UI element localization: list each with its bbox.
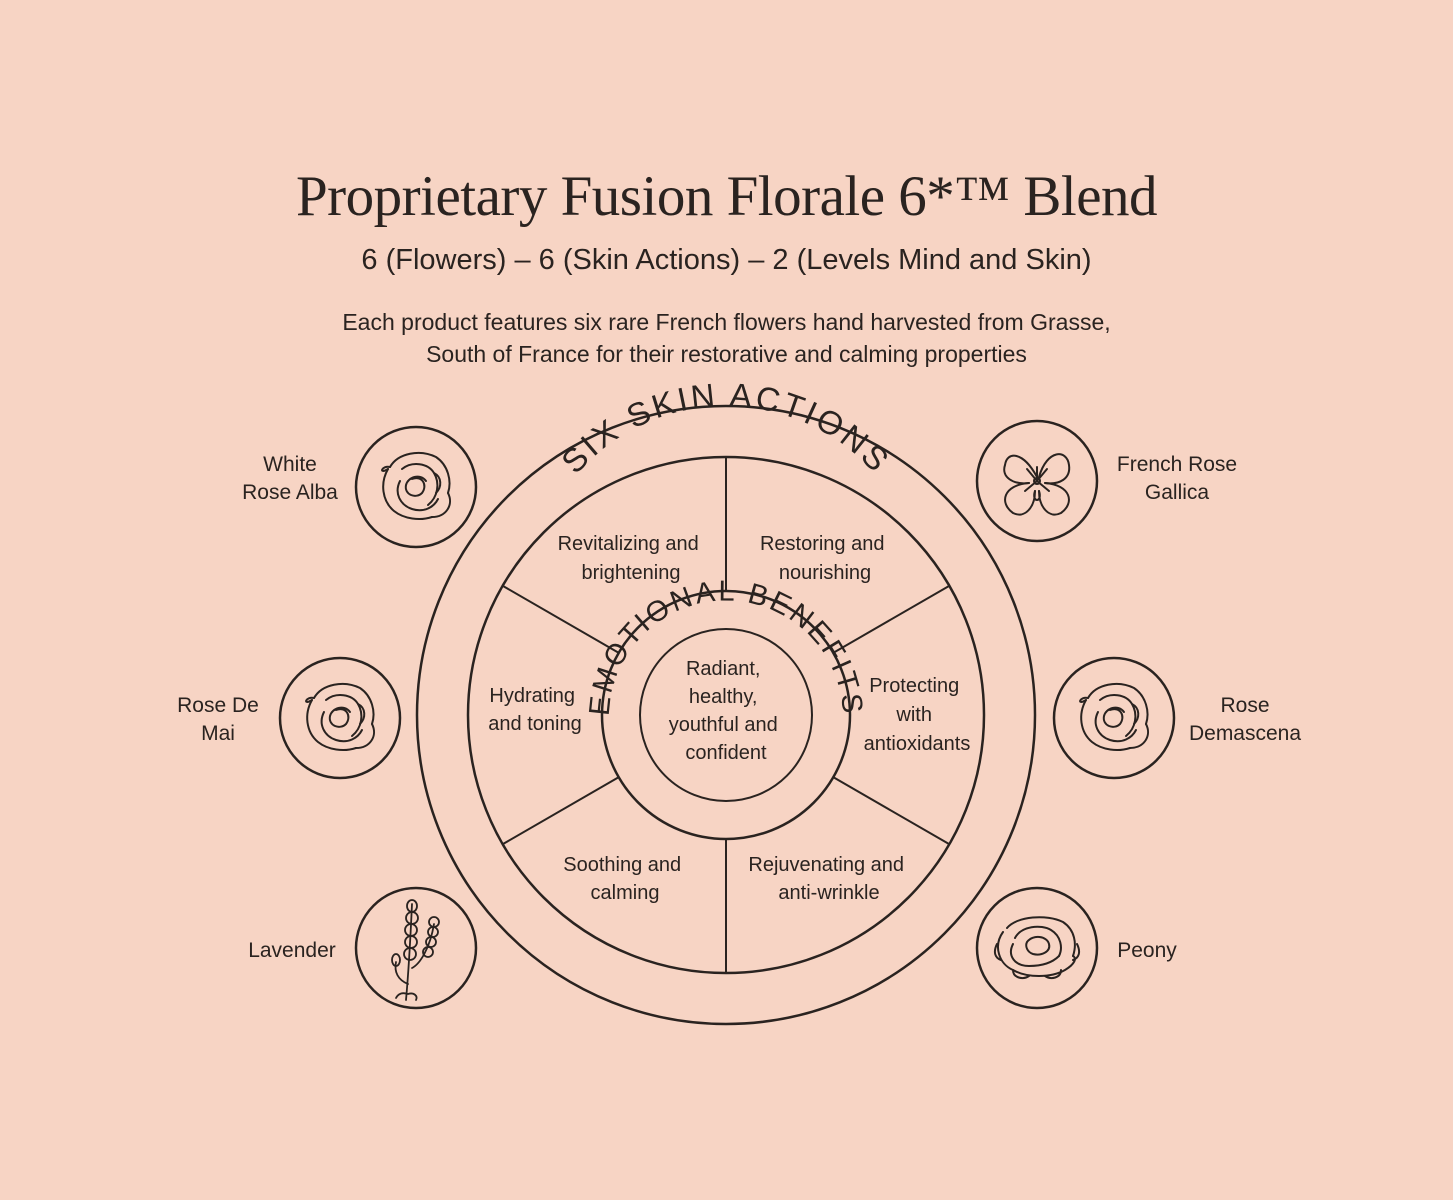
skin-action-restoring: Restoring and nourishing (760, 533, 890, 584)
skin-action-soothing: Soothing and calming (563, 854, 686, 904)
wheel-divider-top-left (502, 585, 620, 654)
flower-label-rose-de-mai: Rose De Mai (177, 694, 259, 745)
description-line-1: Each product features six rare French fl… (342, 309, 1111, 335)
actions-wheel: SIX SKIN ACTIONS EMOTIONAL BENEFITS Radi… (415, 376, 1037, 1026)
description-line-2: South of France for their restorative an… (426, 341, 1027, 367)
flower-medallion-rose-demascena (1052, 656, 1176, 780)
wheel-divider-bottom-right (832, 776, 950, 845)
wheel-divider-bottom-left (502, 776, 620, 845)
flower-medallion-white-rose-alba (354, 425, 478, 549)
flower-label-peony: Peony (1117, 939, 1177, 962)
flower-medallion-lavender (354, 886, 478, 1010)
wheel-divider-top-right (832, 585, 950, 654)
skin-action-hydrating: Hydrating and toning (488, 685, 581, 735)
emotional-ring-inner (639, 628, 813, 802)
wheel-outer-circle (415, 404, 1037, 1026)
rose-icon (305, 682, 376, 751)
page-title: Proprietary Fusion Florale 6*™ Blend (295, 165, 1158, 228)
flower-label-lavender: Lavender (248, 939, 336, 962)
flower-label-french-rose-gallica: French Rose Gallica (1116, 453, 1238, 504)
flower-medallion-peony (975, 886, 1099, 1010)
skin-action-protecting: Protecting with antioxidants (864, 675, 971, 755)
rose-icon (381, 451, 452, 520)
flower-label-rose-demascena: Rose Demascena (1188, 694, 1302, 745)
skin-action-revitalizing: Revitalizing and brightening (558, 533, 705, 584)
flower-label-white-rose-alba: White Rose Alba (242, 453, 338, 504)
skin-action-rejuvenating: Rejuvenating and anti-wrinkle (748, 854, 909, 904)
flower-medallion-french-rose-gallica (975, 419, 1099, 543)
lavender-icon (391, 899, 440, 1001)
page-subtitle: 6 (Flowers) – 6 (Skin Actions) – 2 (Leve… (361, 244, 1092, 276)
open-rose-icon (1003, 453, 1071, 516)
flower-medallion-rose-de-mai (278, 656, 402, 780)
rose-icon (1079, 682, 1150, 751)
center-benefit-text: Radiant, healthy, youthful and confident (669, 658, 784, 764)
description: Each product features six rare French fl… (0, 306, 1453, 370)
